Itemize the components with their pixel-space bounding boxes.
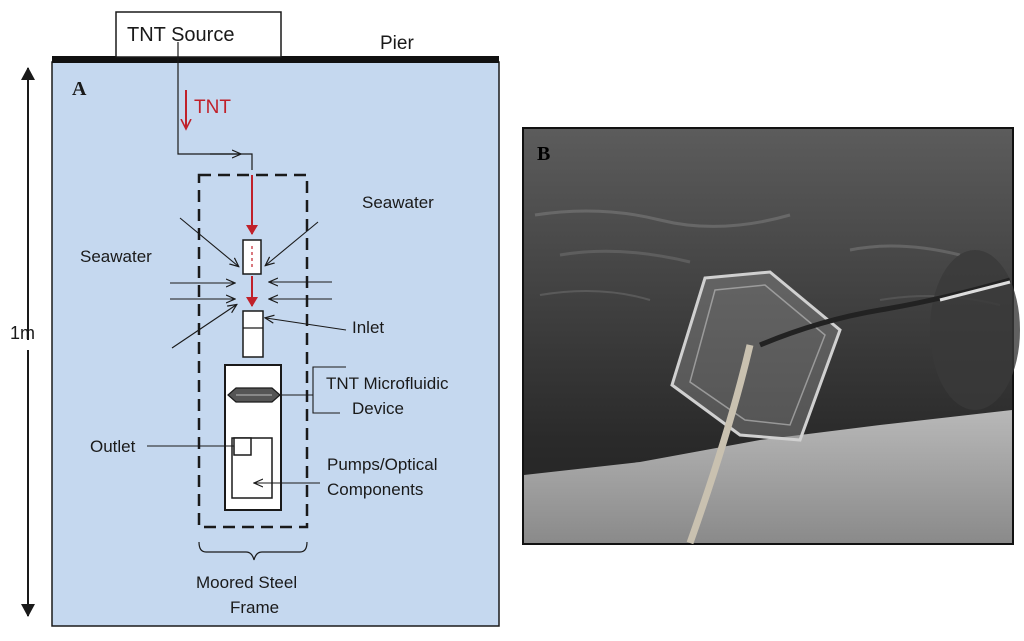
panel-a: Pier TNT Source A TNT xyxy=(10,11,500,627)
frame-label-line2: Frame xyxy=(230,598,279,617)
frame-label-line1: Moored Steel xyxy=(196,573,297,592)
pier-label: Pier xyxy=(380,33,414,54)
inlet-cylinder xyxy=(242,310,264,358)
moored-frame xyxy=(197,173,309,529)
pumps-label-line2: Components xyxy=(327,480,423,499)
scale-label: 1m xyxy=(10,323,35,343)
inlet-pointer xyxy=(266,318,347,331)
pier-bar xyxy=(52,56,499,63)
device-pointer xyxy=(282,366,346,414)
inlet-label: Inlet xyxy=(352,318,384,337)
tnt-source-label: TNT Source xyxy=(127,24,234,46)
outlet-label: Outlet xyxy=(90,437,136,456)
outlet-box xyxy=(233,437,252,456)
upper-cylinder xyxy=(242,239,262,275)
mooring-rope xyxy=(686,344,754,545)
water-body xyxy=(51,61,500,627)
panel-a-letter: A xyxy=(72,78,87,100)
device-label-line2: Device xyxy=(352,399,404,418)
panel-b-photo: B xyxy=(522,127,1020,545)
seawater-label-right: Seawater xyxy=(362,193,434,212)
frame-brace xyxy=(198,541,308,561)
tnt-source-box xyxy=(115,11,282,58)
pumps-label-line1: Pumps/Optical xyxy=(327,455,438,474)
outlet-pointer xyxy=(147,445,235,455)
panel-b-letter: B xyxy=(537,143,550,165)
seawater-label-left: Seawater xyxy=(80,247,152,266)
device-label-line1: TNT Microfluidic xyxy=(326,374,449,393)
tnt-label: TNT xyxy=(194,97,231,118)
